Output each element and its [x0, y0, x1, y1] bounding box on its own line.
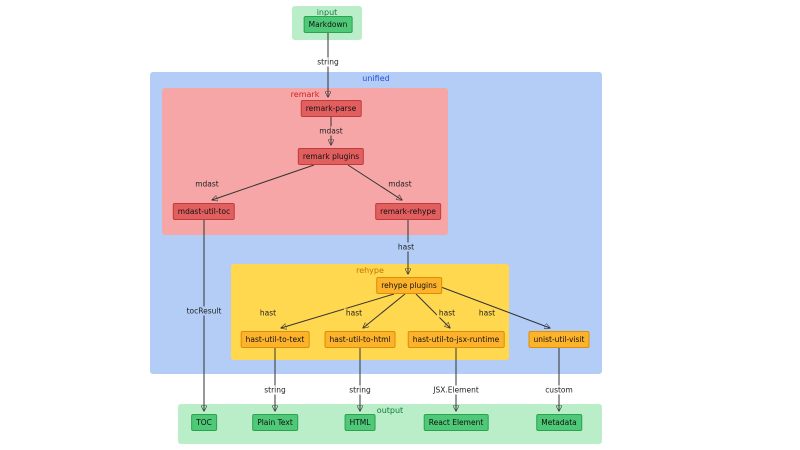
node-metadata: Metadata — [536, 414, 582, 431]
edge-label-mdast-1: mdast — [317, 126, 345, 136]
edge-label-jsx-element: JSX.Element — [431, 385, 481, 395]
edge-label-mdast-2: mdast — [193, 179, 221, 189]
node-react-element: React Element — [423, 414, 489, 431]
edge-label-hast-4: hast — [436, 308, 458, 318]
group-label-input: input — [316, 8, 338, 17]
group-output — [178, 404, 602, 444]
edge-label-hast-5: hast — [476, 308, 498, 318]
node-remark-parse: remark-parse — [300, 100, 362, 117]
node-rehype-plugins: rehype plugins — [376, 277, 442, 294]
edge-label-tocresult: tocResult — [184, 306, 224, 316]
edge-label-hast-2: hast — [257, 308, 279, 318]
edge-label-custom: custom — [543, 385, 575, 395]
node-hast-util-to-html: hast-util-to-html — [324, 331, 396, 348]
node-html: HTML — [344, 414, 376, 431]
node-remark-rehype: remark-rehype — [375, 203, 441, 220]
node-hast-util-to-text: hast-util-to-text — [240, 331, 310, 348]
group-label-unified: unified — [362, 74, 390, 83]
edge-label-hast-1: hast — [395, 242, 417, 252]
node-remark-plugins: remark plugins — [297, 148, 365, 165]
group-label-remark: remark — [290, 90, 320, 99]
edge-label-hast-3: hast — [343, 308, 365, 318]
group-label-output: output — [376, 406, 404, 415]
node-markdown: Markdown — [303, 16, 353, 33]
edge-label-string-out-2: string — [347, 385, 373, 395]
edge-label-string-out-1: string — [262, 385, 288, 395]
edge-label-string-input: string — [315, 57, 341, 67]
edge-label-mdast-3: mdast — [386, 179, 414, 189]
group-label-rehype: rehype — [356, 266, 384, 275]
node-unist-util-visit: unist-util-visit — [528, 331, 590, 348]
node-hast-util-to-jsx-runtime: hast-util-to-jsx-runtime — [407, 331, 505, 348]
node-mdast-util-toc: mdast-util-toc — [172, 203, 236, 220]
node-plain-text: Plain Text — [252, 414, 298, 431]
node-toc: TOC — [191, 414, 217, 431]
